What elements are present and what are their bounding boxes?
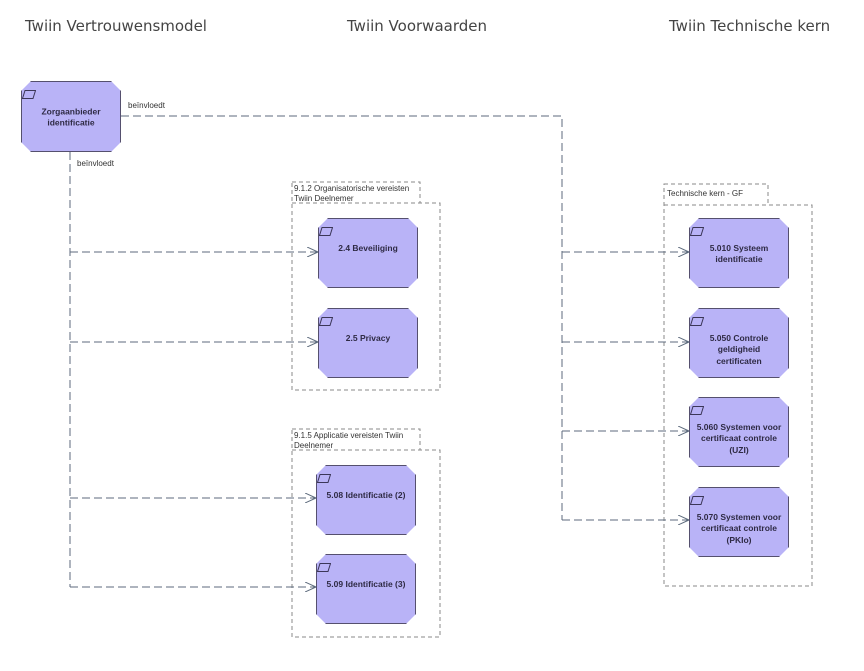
requirement-icon — [690, 317, 704, 326]
node-5-070-certificaat-controle-pkio[interactable]: 5.070 Systemen voor certificaat controle… — [689, 487, 789, 557]
node-label: Zorgaanbieder identificatie — [41, 106, 101, 128]
node-zorgaanbieder-identificatie[interactable]: Zorgaanbieder identificatie — [21, 81, 121, 152]
requirement-icon — [690, 496, 704, 505]
group-label-tech: Technische kern - GF — [667, 189, 744, 198]
node-5-050-controle-certificaten[interactable]: 5.050 Controle geldigheid certificaten — [689, 308, 789, 378]
node-5-060-certificaat-controle-uzi[interactable]: 5.060 Systemen voor certificaat controle… — [689, 397, 789, 467]
requirement-icon — [317, 563, 331, 572]
requirement-icon — [317, 474, 331, 483]
node-5-010-systeem-identificatie[interactable]: 5.010 Systeem identificatie — [689, 218, 789, 288]
requirement-icon — [690, 227, 704, 236]
edge-label-right: beïnvloedt — [128, 101, 165, 110]
node-label: 2.5 Privacy — [345, 333, 391, 343]
node-label: 5.08 Identificatie (2) — [326, 490, 406, 500]
node-5-08-identificatie-2[interactable]: 5.08 Identificatie (2) — [316, 465, 416, 535]
node-label: 5.070 Systemen voor certificaat controle… — [696, 512, 782, 545]
node-2-5-privacy[interactable]: 2.5 Privacy — [318, 308, 418, 378]
column-title-voorwaarden: Twiin Voorwaarden — [347, 17, 487, 35]
column-title-technische-kern: Twiin Technische kern — [669, 17, 831, 35]
node-label: 2.4 Beveiliging — [338, 243, 398, 253]
requirement-icon — [690, 406, 704, 415]
edge-label-down: beïnvloedt — [77, 159, 114, 168]
group-frame-org — [291, 181, 441, 391]
group-label-org: 9.1.2 Organisatorische vereisten Twiin D… — [294, 184, 410, 204]
requirement-icon — [319, 227, 333, 236]
group-frame-app — [291, 428, 441, 638]
requirement-icon — [22, 90, 36, 99]
column-title-vertrouwensmodel: Twiin Vertrouwensmodel — [25, 17, 207, 35]
node-label: 5.010 Systeem identificatie — [709, 243, 769, 265]
node-label: 5.09 Identificatie (3) — [326, 579, 406, 589]
connector-trunk-right — [121, 115, 563, 520]
node-2-4-beveiliging[interactable]: 2.4 Beveiliging — [318, 218, 418, 288]
requirement-icon — [319, 317, 333, 326]
group-frame-tech — [663, 183, 813, 587]
node-label: 5.050 Controle geldigheid certificaten — [709, 333, 769, 366]
node-5-09-identificatie-3[interactable]: 5.09 Identificatie (3) — [316, 554, 416, 624]
node-label: 5.060 Systemen voor certificaat controle… — [696, 422, 782, 455]
group-label-app: 9.1.5 Applicatie vereisten Twiin Deelnem… — [294, 431, 404, 451]
